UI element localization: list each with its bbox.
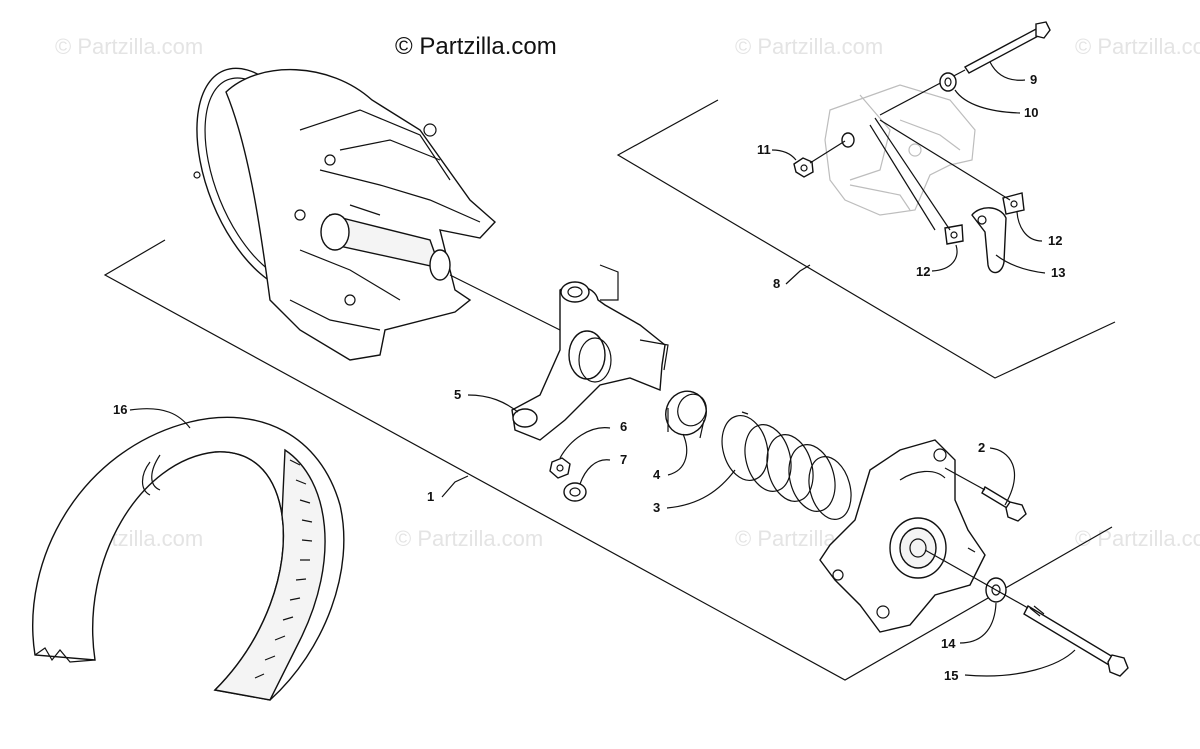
leader-14 (959, 602, 997, 644)
nut-part-11 (793, 132, 855, 178)
leader-15 (964, 649, 1076, 677)
bolt-part-2 (944, 467, 1027, 522)
leader-6 (559, 427, 611, 459)
callout-6: 6 (620, 419, 627, 434)
callout-15: 15 (944, 668, 958, 683)
leader-16 (129, 408, 191, 429)
clutch-sheave (193, 67, 497, 361)
leader-7 (579, 459, 611, 485)
leader-2 (989, 447, 1015, 506)
bolt-part-15 (924, 549, 1129, 677)
callout-14: 14 (941, 636, 956, 651)
callout-12a: 12 (1048, 233, 1062, 248)
leader-12b (931, 244, 958, 272)
washer-part-7 (563, 482, 587, 502)
callout-1: 1 (427, 489, 434, 504)
callout-9: 9 (1030, 72, 1037, 87)
callout-2: 2 (978, 440, 985, 455)
leader-13 (995, 254, 1046, 274)
watermark: © Partzilla.com (395, 526, 544, 551)
cam-arm-part-13 (971, 207, 1007, 274)
spring-part-3 (721, 411, 852, 520)
leader-line (449, 274, 561, 331)
bolt-part-9 (879, 21, 1051, 116)
leader-11 (771, 149, 797, 161)
leader-9 (989, 61, 1026, 81)
callout-5: 5 (454, 387, 461, 402)
leader-12a (1016, 211, 1043, 242)
leader-8 (785, 264, 811, 285)
assembly-boundary-1 (103, 239, 1113, 681)
watermark: © Partzilla.com (1075, 526, 1200, 551)
nut-part-6 (549, 457, 571, 479)
spider-part-5 (511, 264, 669, 441)
watermark: © Partzilla.com (55, 34, 204, 59)
callout-11: 11 (757, 142, 771, 157)
callout-12b: 12 (916, 264, 930, 279)
callout-8: 8 (773, 276, 780, 291)
watermark: © Partzilla.com (735, 34, 884, 59)
drive-belt-part-16 (32, 416, 345, 701)
bushing-part-4 (665, 390, 707, 439)
callout-16: 16 (113, 402, 127, 417)
leader-4 (667, 433, 688, 476)
callout-13: 13 (1051, 265, 1065, 280)
callout-3: 3 (653, 500, 660, 515)
leader-1 (441, 475, 469, 498)
assembly-boundary-8 (616, 99, 1116, 379)
callout-7: 7 (620, 452, 627, 467)
watermark-main: © Partzilla.com (395, 33, 557, 60)
callout-10: 10 (1024, 105, 1038, 120)
leader-5 (467, 394, 519, 413)
watermark: © Partzilla.com (1075, 34, 1200, 59)
spider-cover (819, 439, 986, 633)
callout-4: 4 (653, 467, 661, 482)
leader-10 (954, 89, 1021, 114)
washer-part-10 (939, 72, 957, 92)
cam-arm-part-12 (869, 117, 1025, 245)
leader-3 (666, 469, 736, 509)
